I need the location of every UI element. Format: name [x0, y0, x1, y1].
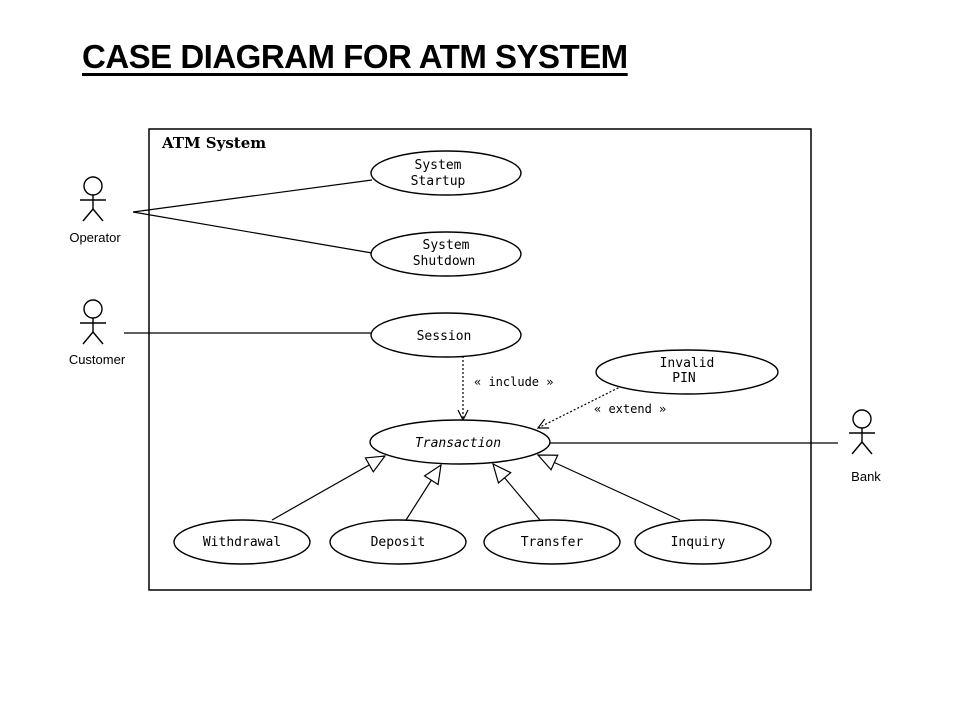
operator-label: Operator	[69, 230, 121, 245]
bank-label: Bank	[851, 469, 881, 484]
use-case-inquiry-label: Inquiry	[671, 535, 726, 550]
use-case-system-shutdown-line1: System	[423, 238, 470, 253]
include-label: « include »	[474, 375, 553, 389]
use-case-session-label: Session	[417, 329, 472, 344]
use-case-invalid-pin-line2: PIN	[672, 371, 695, 386]
use-case-invalid-pin[interactable]: Invalid PIN	[595, 349, 779, 395]
use-case-system-startup[interactable]: System Startup	[370, 150, 522, 196]
bank-actor[interactable]: Bank	[849, 409, 881, 484]
use-case-transaction-label: Transaction	[415, 436, 501, 451]
use-case-withdrawal[interactable]: Withdrawal	[173, 519, 311, 565]
customer-label: Customer	[69, 352, 126, 367]
use-case-withdrawal-label: Withdrawal	[203, 535, 281, 550]
generalization-deposit	[405, 465, 441, 521]
association-operator-startup	[132, 179, 373, 213]
use-case-session[interactable]: Session	[370, 312, 522, 358]
system-boundary	[148, 128, 812, 591]
use-case-system-startup-line2: Startup	[411, 174, 466, 189]
generalization-inquiry	[538, 455, 681, 521]
customer-actor[interactable]: Customer	[69, 299, 126, 367]
use-case-system-startup-line1: System	[415, 158, 462, 173]
use-case-transfer[interactable]: Transfer	[483, 519, 621, 565]
extend-label: « extend »	[594, 402, 666, 416]
generalization-withdrawal	[271, 456, 385, 521]
use-case-deposit[interactable]: Deposit	[329, 519, 467, 565]
operator-actor[interactable]: Operator	[69, 176, 121, 245]
use-case-invalid-pin-line1: Invalid	[660, 356, 715, 371]
use-case-inquiry[interactable]: Inquiry	[634, 519, 772, 565]
generalization-transfer	[493, 464, 541, 521]
system-name: ATM System	[161, 134, 266, 152]
slide-title: CASE DIAGRAM FOR ATM SYSTEM	[82, 38, 628, 75]
use-case-transaction[interactable]: Transaction	[369, 419, 551, 465]
use-case-system-shutdown-line2: Shutdown	[413, 254, 476, 269]
association-operator-shutdown	[132, 211, 373, 254]
use-case-transfer-label: Transfer	[521, 535, 584, 550]
use-case-deposit-label: Deposit	[371, 535, 426, 550]
use-case-system-shutdown[interactable]: System Shutdown	[370, 231, 522, 277]
